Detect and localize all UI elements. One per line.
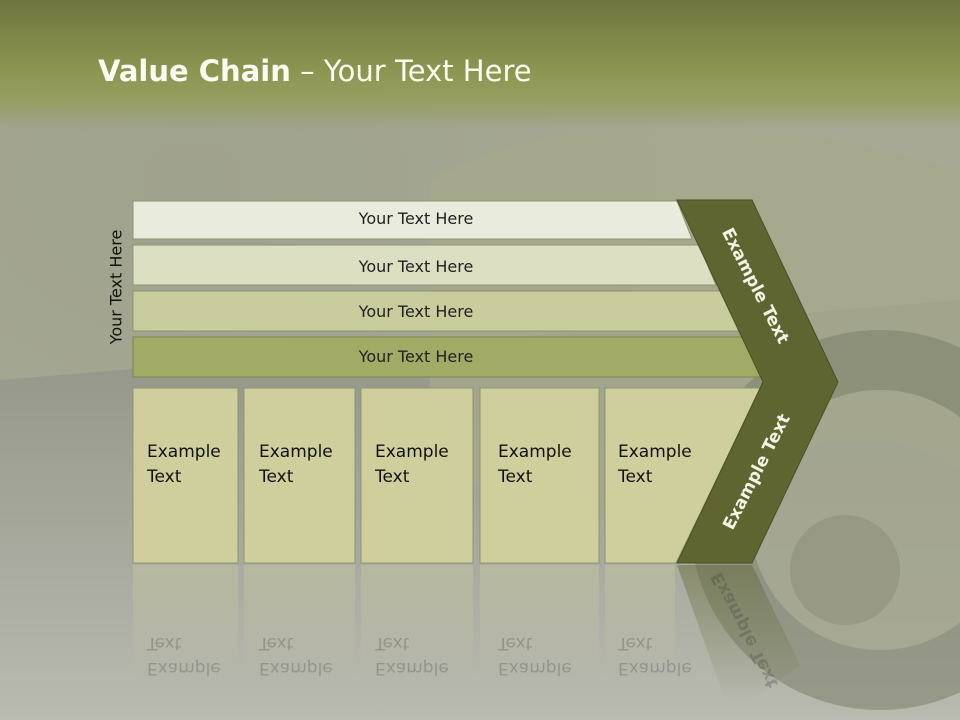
row-label-1: Your Text Here [358,209,474,228]
title-rest: – Your Text Here [290,54,532,88]
reflection-3 [361,565,473,685]
reflection-5 [605,565,675,685]
slide-title: Value Chain – Your Text Here [98,54,532,88]
cell-label-2: Example Text [259,442,333,487]
cell-box-4 [479,387,600,564]
cell-label-5: Example Text [618,442,692,487]
cell-reflection-5: Example Text [618,633,692,678]
row-label-2: Your Text Here [358,257,474,276]
reflection-2 [244,565,355,685]
cell-reflection-2: Example Text [259,633,333,678]
cell-reflection-1: Example Text [147,633,221,678]
title-bold: Value Chain [98,54,291,88]
reflection-4 [480,565,599,685]
title-bar [0,0,960,130]
reflection-1 [133,565,238,685]
row-bar-2 [132,244,717,286]
cell-label-3: Example Text [375,442,449,487]
cell-box-1 [132,387,239,564]
row-label-4: Your Text Here [358,347,474,366]
cell-label-4: Example Text [498,442,572,487]
cell-reflection-3: Example Text [375,633,449,678]
cell-label-1: Example Text [147,442,221,487]
row-label-3: Your Text Here [358,302,474,321]
cell-reflection-4: Example Text [498,633,572,678]
chevron-arrow [676,199,839,564]
cell-box-3 [360,387,474,564]
cell-box-5 [604,387,762,564]
row-bar-1 [132,200,693,240]
reflection-chevron [677,565,800,700]
cell-box-2 [243,387,356,564]
